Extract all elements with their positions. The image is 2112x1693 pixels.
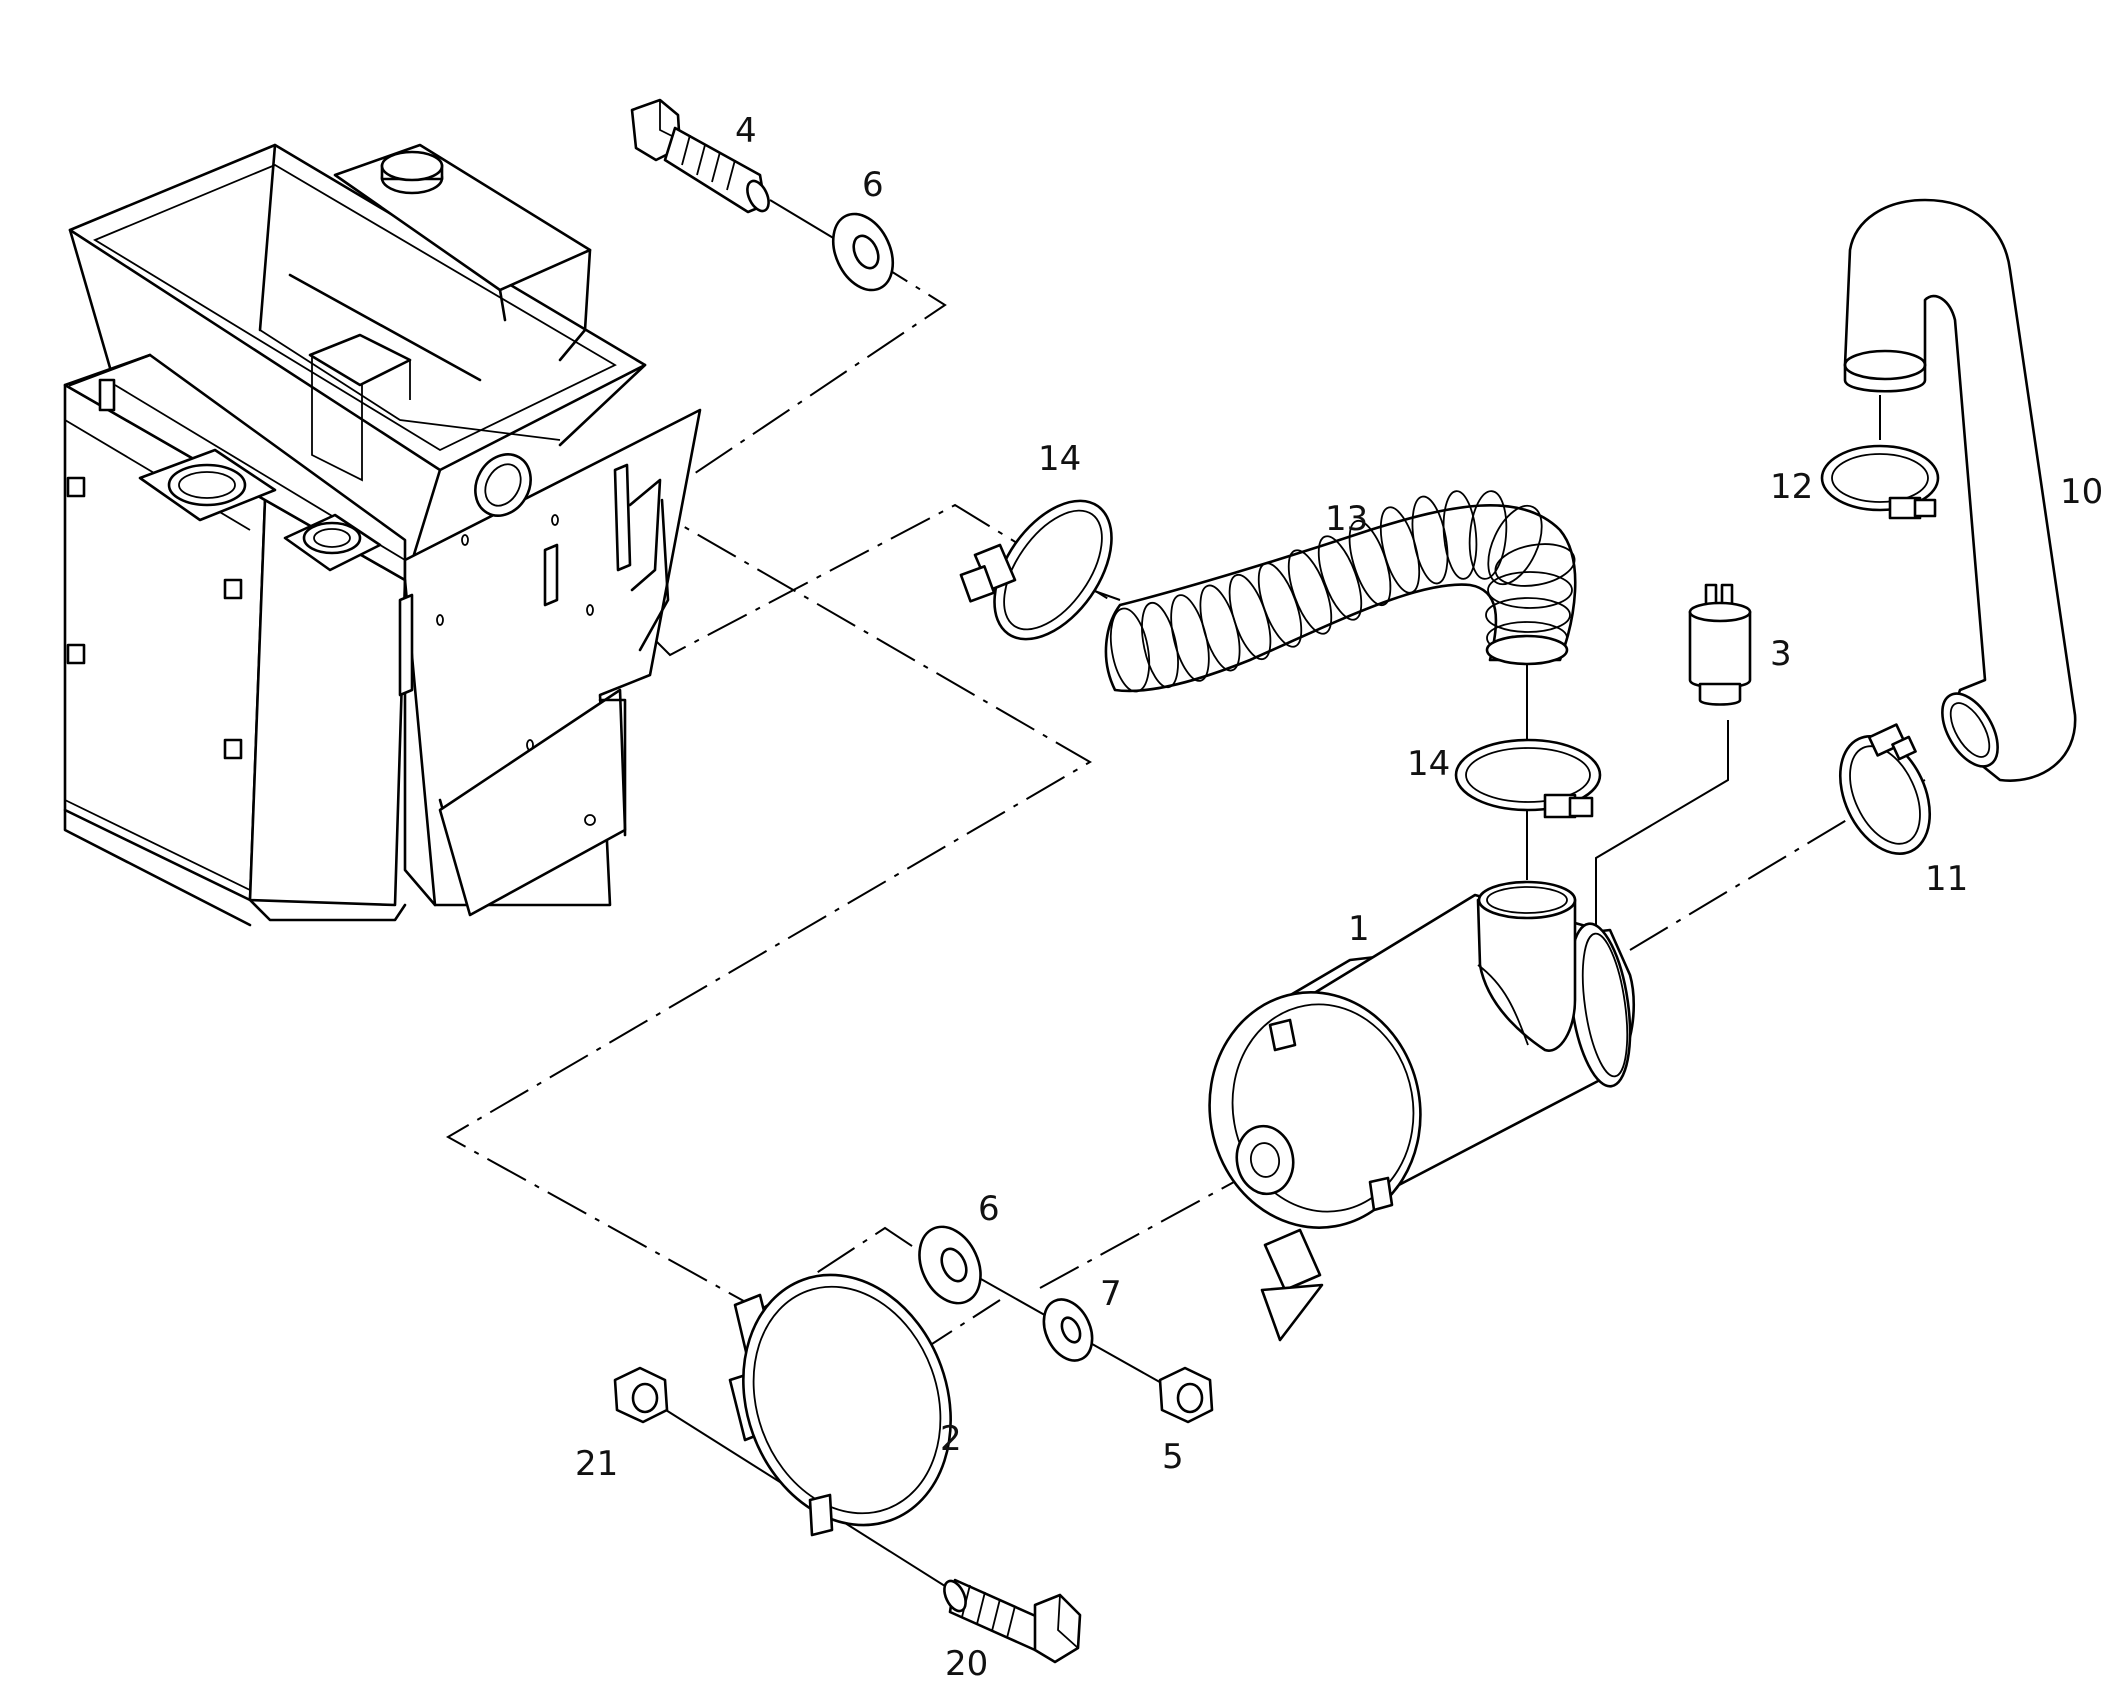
nut-part-5 xyxy=(1158,1366,1214,1424)
hose-clamp-part-14-middle xyxy=(1454,738,1602,819)
callout-10: 10 xyxy=(2060,472,2103,512)
callout-4: 4 xyxy=(735,111,757,151)
bolt-part-4 xyxy=(630,98,770,214)
callout-21: 21 xyxy=(575,1444,618,1484)
elbow-pipe-part-10 xyxy=(1843,198,2077,782)
corrugated-hose-part-13 xyxy=(1104,490,1577,693)
mounting-band-part-2 xyxy=(728,1273,952,1537)
nut-part-21 xyxy=(613,1366,669,1424)
port-flange-left xyxy=(138,448,277,522)
hose-clamp-part-11 xyxy=(1838,723,1932,855)
air-box-housing xyxy=(63,143,702,927)
hose-clamp-part-14-top xyxy=(959,499,1113,641)
callout-5: 5 xyxy=(1162,1437,1184,1477)
callout-7: 7 xyxy=(1100,1274,1122,1314)
callout-6a: 6 xyxy=(862,165,884,205)
part-callouts: 1 2 3 4 5 6 6 7 10 11 12 13 14 14 20 21 xyxy=(575,111,2103,1684)
hose-clamp-part-12 xyxy=(1820,444,1940,520)
sensor-part-3 xyxy=(1688,583,1752,706)
washer-part-6-top xyxy=(831,212,895,292)
callout-13: 13 xyxy=(1325,499,1368,539)
washer-part-7 xyxy=(1042,1298,1094,1362)
callout-14a: 14 xyxy=(1038,439,1081,479)
callout-12: 12 xyxy=(1770,467,1813,507)
callout-1: 1 xyxy=(1348,909,1370,949)
callout-11: 11 xyxy=(1925,859,1968,899)
callout-2: 2 xyxy=(940,1419,962,1459)
bolt-part-20 xyxy=(943,1578,1082,1664)
port-flange-right xyxy=(283,513,382,572)
air-filter-part-1 xyxy=(1208,880,1636,1342)
callout-3: 3 xyxy=(1770,634,1792,674)
callout-14b: 14 xyxy=(1407,744,1450,784)
callout-6b: 6 xyxy=(978,1189,1000,1229)
washer-part-6-lower xyxy=(918,1225,982,1305)
callout-20: 20 xyxy=(945,1644,988,1684)
